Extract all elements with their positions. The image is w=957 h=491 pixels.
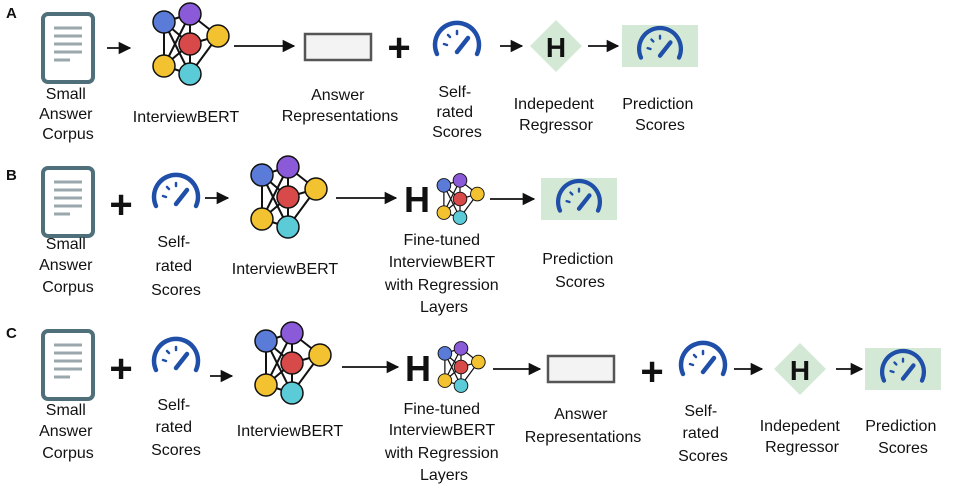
representation-label: Answer Representations <box>525 406 642 446</box>
gauge-icon <box>435 23 479 54</box>
gauge-icon <box>154 339 198 370</box>
representation-box <box>546 354 616 384</box>
prediction-icon <box>622 25 698 67</box>
regressor-h-symbol: H <box>790 355 810 386</box>
prediction-label: Prediction Scores <box>865 418 941 457</box>
finetuned-h-symbol: H <box>405 348 431 389</box>
corpus-label: Small Answer Corpus <box>39 402 97 462</box>
gauge-icon <box>681 343 725 374</box>
document-icon <box>41 329 95 401</box>
finetuned-h-symbol: H <box>404 179 430 220</box>
finetuned-label: Fine-tuned InterviewBERT with Regression… <box>384 401 503 484</box>
panel-c: C Small Answer Corpus + Self- rated Scor… <box>6 321 941 484</box>
self-rated-label: Self- rated Scores <box>678 403 728 465</box>
panel-b: B Small Answer Corpus + Self- rated Scor… <box>6 155 618 316</box>
prediction-label: Prediction Scores <box>542 251 618 291</box>
plus-sign: + <box>640 350 663 394</box>
self-rated-label: Self- rated Scores <box>151 397 201 459</box>
corpus-label: Small Answer Corpus <box>39 86 97 143</box>
gauge-icon <box>154 175 198 206</box>
model-label: InterviewBERT <box>232 261 339 278</box>
small-neural-network-icon <box>437 174 484 225</box>
self-rated-label: Self- rated Scores <box>432 84 482 141</box>
regressor-label: Indepedent Regressor <box>760 418 845 456</box>
plus-sign: + <box>387 26 410 70</box>
neural-network-icon <box>250 155 328 239</box>
neural-network-icon <box>254 321 332 405</box>
plus-sign: + <box>109 347 132 391</box>
prediction-icon <box>541 178 617 220</box>
corpus-label: Small Answer Corpus <box>39 236 97 296</box>
regressor-h-symbol: H <box>546 32 566 63</box>
panel-b-letter: B <box>6 167 17 184</box>
self-rated-label: Self- rated Scores <box>151 234 201 299</box>
small-neural-network-icon <box>438 342 485 393</box>
prediction-icon <box>865 348 941 390</box>
panel-a-letter: A <box>6 5 17 22</box>
representation-box <box>303 32 373 62</box>
panel-a: A Small Answer Corpus InterviewBERT Answ… <box>6 2 698 143</box>
prediction-label: Prediction Scores <box>622 96 698 134</box>
document-icon <box>41 12 95 84</box>
plus-sign: + <box>109 183 132 227</box>
neural-network-icon <box>152 2 230 86</box>
regressor-label: Indepedent Regressor <box>514 96 599 134</box>
finetuned-label: Fine-tuned InterviewBERT with Regression… <box>384 232 503 316</box>
representation-label: Answer Representations <box>282 87 399 125</box>
model-label: InterviewBERT <box>133 109 240 126</box>
model-label: InterviewBERT <box>237 423 344 440</box>
panel-c-letter: C <box>6 325 17 342</box>
document-icon <box>41 166 95 238</box>
